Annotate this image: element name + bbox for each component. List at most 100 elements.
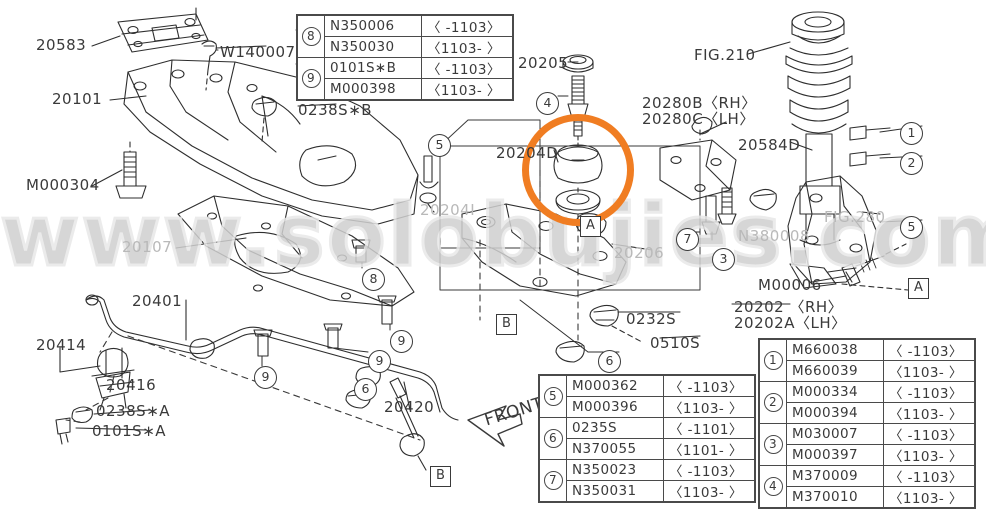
part-label-20202a-lh: 20202A〈LH〉 (734, 314, 847, 332)
callout-number-5: 5 (543, 387, 563, 406)
row-index-cell: 1 (759, 339, 787, 382)
section-marker-b: B (496, 314, 517, 335)
row-index-cell: 3 (759, 423, 787, 466)
part-number-cell: N350006 (324, 15, 422, 37)
part-label-n380008: N380008 (738, 227, 810, 245)
row-index-cell: 6 (539, 417, 567, 460)
part-label-20583: 20583 (36, 36, 87, 54)
part-number-cell: M370009 (786, 465, 884, 487)
date-range-cell: 〈 -1103〉 (421, 57, 513, 79)
callout-number-2: 2 (763, 393, 783, 412)
part-number-cell: M030007 (786, 423, 884, 445)
date-range-cell: 〈 -1103〉 (663, 459, 755, 481)
date-range-cell: 〈1103- 〉 (883, 360, 975, 382)
part-label-20204d: 20204D (496, 144, 559, 162)
row-index-cell: 4 (759, 465, 787, 508)
date-range-cell: 〈1103- 〉 (421, 36, 513, 58)
date-range-cell: 〈 -1103〉 (883, 423, 975, 445)
parts-diagram-canvas: www.solobujies.com 20583 W140007 20101 0238… (0, 7, 986, 509)
date-range-cell: 〈 -1103〉 (421, 15, 513, 37)
callout-number-2: 2 (900, 152, 923, 175)
part-label-w140007: W140007 (220, 43, 296, 61)
row-index-cell: 9 (297, 57, 325, 100)
part-number-cell: N350031 (566, 480, 664, 502)
part-label-20414: 20414 (36, 336, 87, 354)
callout-number-5: 5 (900, 216, 923, 239)
part-number-cell: M000394 (786, 402, 884, 424)
date-range-cell: 〈1103- 〉 (663, 480, 755, 502)
part-number-cell: N350023 (566, 459, 664, 481)
part-number-cell: M660039 (786, 360, 884, 382)
callout-number-1: 1 (763, 351, 783, 370)
section-marker-a: A (580, 216, 601, 237)
callout-number-9: 9 (368, 350, 391, 373)
watermark-text: www.solobujies.com (0, 185, 986, 288)
part-label-0238s-a: 0238S∗A (96, 402, 171, 420)
part-label-20280b-rh: 20280B〈RH〉 (642, 94, 757, 112)
date-range-cell: 〈1103- 〉 (883, 486, 975, 508)
callout-number-8: 8 (301, 27, 321, 46)
part-label-20206: 20206 (614, 244, 665, 262)
part-number-cell: M000397 (786, 444, 884, 466)
table-row: M000394〈1103- 〉 (760, 402, 975, 424)
highlight-circle (522, 114, 634, 226)
part-label-20416: 20416 (106, 376, 157, 394)
callout-number-3: 3 (763, 435, 783, 454)
part-label-20401: 20401 (132, 292, 183, 310)
part-label-0232s: 0232S (626, 310, 677, 328)
date-range-cell: 〈 -1103〉 (883, 339, 975, 361)
row-index-cell: 2 (759, 381, 787, 424)
row-index-cell: 8 (297, 15, 325, 58)
callout-number-4: 4 (763, 477, 783, 496)
callout-number-6: 6 (354, 378, 377, 401)
table-row: M000397〈1103- 〉 (760, 444, 975, 466)
part-label-20107: 20107 (122, 238, 173, 256)
part-label-20101: 20101 (52, 90, 103, 108)
date-range-cell: 〈1101- 〉 (663, 438, 755, 460)
date-range-cell: 〈 -1101〉 (663, 417, 755, 439)
date-range-cell: 〈1103- 〉 (883, 402, 975, 424)
table-row: M000396〈1103- 〉 (540, 396, 755, 418)
table-row: M370010〈1103- 〉 (760, 486, 975, 508)
technical-drawing-artwork (55, 7, 923, 471)
part-number-cell: M000334 (786, 381, 884, 403)
callout-number-9: 9 (301, 69, 321, 88)
callout-number-9: 9 (254, 366, 277, 389)
date-range-cell: 〈 -1103〉 (883, 465, 975, 487)
part-label-0238s-b: 0238S∗B (298, 101, 373, 119)
callout-number-8: 8 (362, 268, 385, 291)
row-index-cell: 5 (539, 375, 567, 418)
part-number-cell: N370055 (566, 438, 664, 460)
part-label-m00006: M00006 (758, 276, 822, 294)
table-row: N350030〈1103- 〉 (298, 36, 513, 58)
date-range-cell: 〈 -1103〉 (883, 381, 975, 403)
part-number-cell: N350030 (324, 36, 422, 58)
table-row: N370055〈1101- 〉 (540, 438, 755, 460)
part-number-cell: 0235S (566, 417, 664, 439)
row-index-cell: 7 (539, 459, 567, 502)
part-label-20205: 20205 (518, 54, 569, 72)
part-number-cell: 0101S∗B (324, 57, 422, 79)
table-row: N350031〈1103- 〉 (540, 480, 755, 502)
callout-number-5: 5 (428, 134, 451, 157)
table-row: M660039〈1103- 〉 (760, 360, 975, 382)
date-range-cell: 〈1103- 〉 (883, 444, 975, 466)
part-number-cell: M000362 (566, 375, 664, 397)
callout-number-1: 1 (900, 122, 923, 145)
callout-number-7: 7 (676, 228, 699, 251)
table-row: M000398〈1103- 〉 (298, 78, 513, 100)
part-number-cell: M660038 (786, 339, 884, 361)
callout-number-4: 4 (536, 92, 559, 115)
part-label-0510s: 0510S (650, 334, 701, 352)
